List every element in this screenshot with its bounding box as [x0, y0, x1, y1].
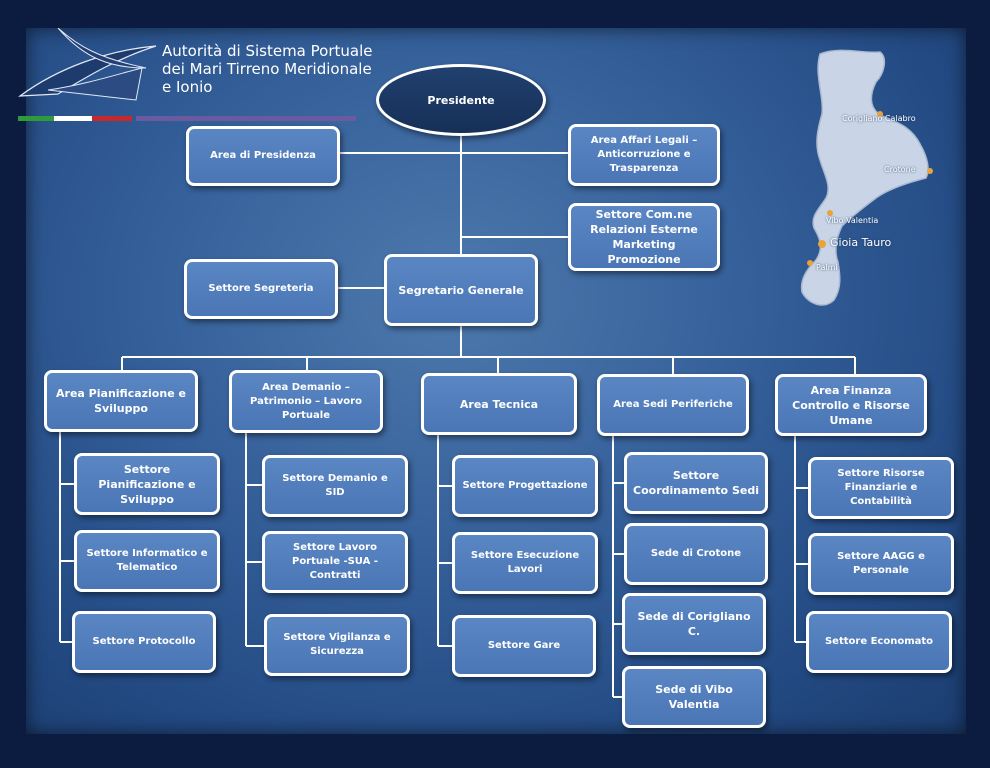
sede-vibo-valentia-box: Sede di Vibo Valentia	[622, 666, 766, 728]
area-demanio-box: Area Demanio – Patrimonio – Lavoro Portu…	[229, 370, 383, 433]
org-name-line-1: Autorità di Sistema Portuale	[162, 42, 373, 60]
area-tecnica-box: Area Tecnica	[421, 373, 577, 435]
org-name-line-3: e Ionio	[162, 78, 213, 96]
settore-informatico-box: Settore Informatico e Telematico	[74, 530, 220, 592]
settore-comunicazione-box: Settore Com.ne Relazioni Esterne Marketi…	[568, 203, 720, 271]
settore-pianificazione-box: Settore Pianificazione e Sviluppo	[74, 453, 220, 515]
settore-protocollo-box: Settore Protocollo	[72, 611, 216, 673]
settore-esecuzione-lavori-box: Settore Esecuzione Lavori	[452, 532, 598, 594]
settore-vigilanza-box: Settore Vigilanza e Sicurezza	[264, 614, 410, 676]
settore-aagg-box: Settore AAGG e Personale	[808, 533, 954, 595]
area-sedi-periferiche-box: Area Sedi Periferiche	[597, 374, 749, 436]
port-label-vibo: Vibo Valentia	[826, 216, 879, 225]
sede-crotone-box: Sede di Crotone	[624, 523, 768, 585]
settore-coordinamento-sedi-box: Settore Coordinamento Sedi	[624, 452, 768, 514]
wing-logo-icon	[18, 27, 356, 121]
area-finanza-box: Area Finanza Controllo e Risorse Umane	[775, 374, 927, 436]
settore-progettazione-box: Settore Progettazione	[452, 455, 598, 517]
settore-segreteria-box: Settore Segreteria	[184, 259, 338, 319]
calabria-map-icon	[800, 49, 933, 306]
settore-gare-box: Settore Gare	[452, 615, 596, 677]
area-affari-legali-box: Area Affari Legali – Anticorruzione e Tr…	[568, 124, 720, 186]
port-label-gioia-tauro: Gioia Tauro	[830, 236, 892, 249]
org-logo	[18, 27, 378, 128]
settore-risorse-finanziarie-box: Settore Risorse Finanziarie e Contabilit…	[808, 457, 954, 519]
area-presidenza-box: Area di Presidenza	[186, 126, 340, 186]
settore-demanio-box: Settore Demanio e SID	[262, 455, 408, 517]
settore-economato-box: Settore Economato	[806, 611, 952, 673]
port-label-corigliano: Corigliano Calabro	[842, 114, 916, 123]
area-pianificazione-box: Area Pianificazione e Sviluppo	[44, 370, 198, 432]
port-label-palmi: Palmi	[816, 263, 838, 272]
segretario-generale-box: Segretario Generale	[384, 254, 538, 326]
presidente-node: Presidente	[376, 64, 546, 136]
org-name-line-2: dei Mari Tirreno Meridionale	[162, 60, 372, 78]
port-label-crotone: Crotone	[884, 165, 916, 174]
settore-lavoro-portuale-box: Settore Lavoro Portuale -SUA - Contratti	[262, 531, 408, 593]
sede-corigliano-box: Sede di Corigliano C.	[622, 593, 766, 655]
org-name: Autorità di Sistema Portuale dei Mari Ti…	[162, 42, 372, 96]
